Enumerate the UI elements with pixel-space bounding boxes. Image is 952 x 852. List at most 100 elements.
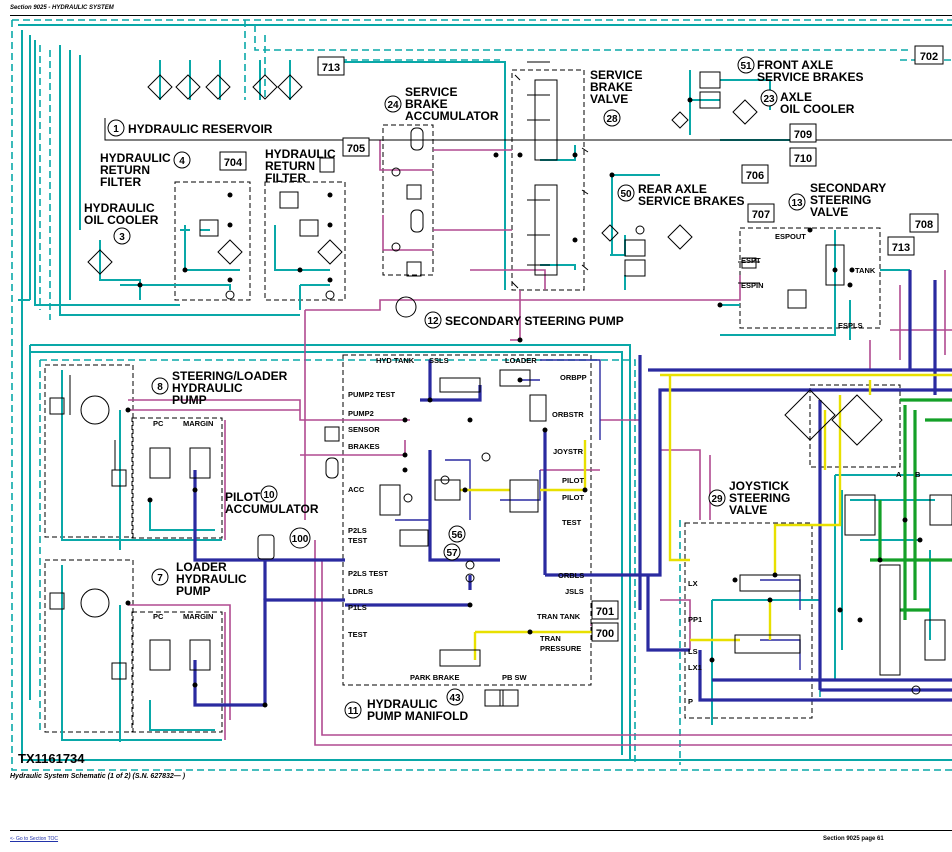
svg-text:LX: LX — [688, 579, 698, 588]
component-outlines — [44, 69, 901, 733]
tran-pressure-1: TRAN — [540, 634, 561, 643]
svg-text:P1LS: P1LS — [348, 603, 367, 612]
code-713: 713 — [322, 62, 340, 74]
num-56: 56 — [451, 530, 463, 541]
label-brake-valve-3: VALVE — [590, 92, 628, 106]
label-brake-valve-2: BRAKE — [590, 80, 633, 94]
code-700: 700 — [596, 628, 614, 640]
label-joystick-3: VALVE — [729, 503, 767, 517]
svg-text:LS: LS — [688, 647, 698, 656]
code-713b: 713 — [892, 242, 910, 254]
label-brake-valve-1: SERVICE — [590, 68, 642, 82]
svg-text:ORBSTR: ORBSTR — [552, 410, 584, 419]
num-10: 10 — [263, 490, 275, 501]
p2ls-test-2: TEST — [348, 536, 368, 545]
num-7: 7 — [157, 573, 163, 584]
p1ls-test: TEST — [348, 630, 368, 639]
num-24: 24 — [387, 100, 399, 111]
label-rear-brakes-1: REAR AXLE — [638, 182, 707, 196]
svg-text:P2LS TEST: P2LS TEST — [348, 569, 388, 578]
num-12: 12 — [427, 316, 439, 327]
num-50: 50 — [620, 189, 632, 200]
label-brake-acc-3: ACCUMULATOR — [405, 109, 499, 123]
label-sec-valve-1: SECONDARY — [810, 181, 886, 195]
label-return-filter-2: RETURN — [100, 163, 150, 177]
svg-text:ESPLS: ESPLS — [838, 321, 863, 330]
label-axle-cooler-1: AXLE — [780, 90, 812, 104]
p2ls-test-1: P2LS — [348, 526, 367, 535]
label-return-filter-b3: FILTER — [265, 171, 306, 185]
label-front-brakes-1: FRONT AXLE — [757, 58, 833, 72]
component-symbols — [49, 61, 952, 707]
label-rear-brakes-2: SERVICE BRAKES — [638, 194, 744, 208]
svg-text:JOYSTR: JOYSTR — [553, 447, 584, 456]
label-axle-cooler-2: OIL COOLER — [780, 102, 855, 116]
label-joystick-1: JOYSTICK — [729, 479, 789, 493]
label-pilot-acc-2: ACCUMULATOR — [225, 502, 319, 516]
svg-text:PC: PC — [153, 612, 164, 621]
svg-text:ORBPP: ORBPP — [560, 373, 587, 382]
svg-text:SENSOR: SENSOR — [348, 425, 380, 434]
svg-text:PARK BRAKE: PARK BRAKE — [410, 673, 459, 682]
component-labels: 1 HYDRAULIC RESERVOIR 4 HYDRAULIC RETURN… — [84, 56, 886, 723]
header-rule — [10, 15, 952, 16]
code-708: 708 — [915, 219, 933, 231]
svg-text:JSLS: JSLS — [565, 587, 584, 596]
label-steer-pump-3: PUMP — [172, 393, 207, 407]
label-loader-pump-2: HYDRAULIC — [176, 572, 247, 586]
svg-text:PP1: PP1 — [688, 615, 702, 624]
label-brake-acc-2: BRAKE — [405, 97, 448, 111]
junction-dots — [125, 97, 923, 708]
num-29: 29 — [711, 494, 723, 505]
section-toc-link[interactable]: <- Go to Section TOC — [10, 836, 59, 842]
num-13: 13 — [791, 198, 803, 209]
svg-text:ESPOUT: ESPOUT — [775, 232, 806, 241]
num-3: 3 — [119, 232, 125, 243]
code-709: 709 — [794, 129, 812, 141]
svg-text:HYD TANK: HYD TANK — [376, 356, 415, 365]
num-57: 57 — [446, 548, 458, 559]
svg-text:LDRLS: LDRLS — [348, 587, 373, 596]
num-28: 28 — [606, 114, 618, 125]
code-707: 707 — [752, 209, 770, 221]
svg-text:P: P — [688, 697, 693, 706]
page-number: Section 9025 page 61 — [823, 836, 884, 842]
num-4: 4 — [179, 156, 185, 167]
svg-text:B: B — [915, 470, 921, 479]
code-701: 701 — [596, 606, 614, 618]
figure-id: TX1161734 — [18, 751, 85, 766]
yellow-pilot-lines — [460, 373, 952, 660]
label-brake-acc-1: SERVICE — [405, 85, 457, 99]
svg-text:ESPIN: ESPIN — [741, 281, 764, 290]
label-reservoir: HYDRAULIC RESERVOIR — [128, 122, 273, 136]
label-sec-valve-3: VALVE — [810, 205, 848, 219]
label-return-filter-1: HYDRAULIC — [100, 151, 171, 165]
num-23: 23 — [763, 94, 775, 105]
svg-text:TRAN TANK: TRAN TANK — [537, 612, 581, 621]
label-joystick-2: STEERING — [729, 491, 790, 505]
teal-return-lines — [18, 24, 952, 761]
label-loader-pump-1: LOADER — [176, 560, 227, 574]
navy-supply-lines — [193, 270, 952, 707]
num-8: 8 — [157, 382, 163, 393]
magenta-pilot-lines — [128, 140, 952, 746]
svg-text:MARGIN: MARGIN — [183, 419, 213, 428]
svg-text:PC: PC — [153, 419, 164, 428]
teal-drain-lines — [11, 19, 952, 771]
footer-rule — [10, 830, 952, 831]
svg-text:LX1: LX1 — [688, 663, 702, 672]
svg-text:ESPT: ESPT — [741, 256, 761, 265]
label-front-brakes-2: SERVICE BRAKES — [757, 70, 863, 84]
svg-text:SSLS: SSLS — [429, 356, 449, 365]
label-return-filter-3: FILTER — [100, 175, 141, 189]
reference-codes: 702 713 704 705 709 710 706 707 708 713 … — [219, 45, 944, 642]
code-706: 706 — [746, 170, 764, 182]
label-sec-pump: SECONDARY STEERING PUMP — [445, 314, 624, 328]
label-return-filter-b1: HYDRAULIC — [265, 147, 336, 161]
label-steer-pump-1: STEERING/LOADER — [172, 369, 288, 383]
num-43: 43 — [449, 693, 461, 704]
num-11: 11 — [348, 706, 359, 717]
num-100: 100 — [292, 534, 309, 545]
svg-text:PB SW: PB SW — [502, 673, 528, 682]
